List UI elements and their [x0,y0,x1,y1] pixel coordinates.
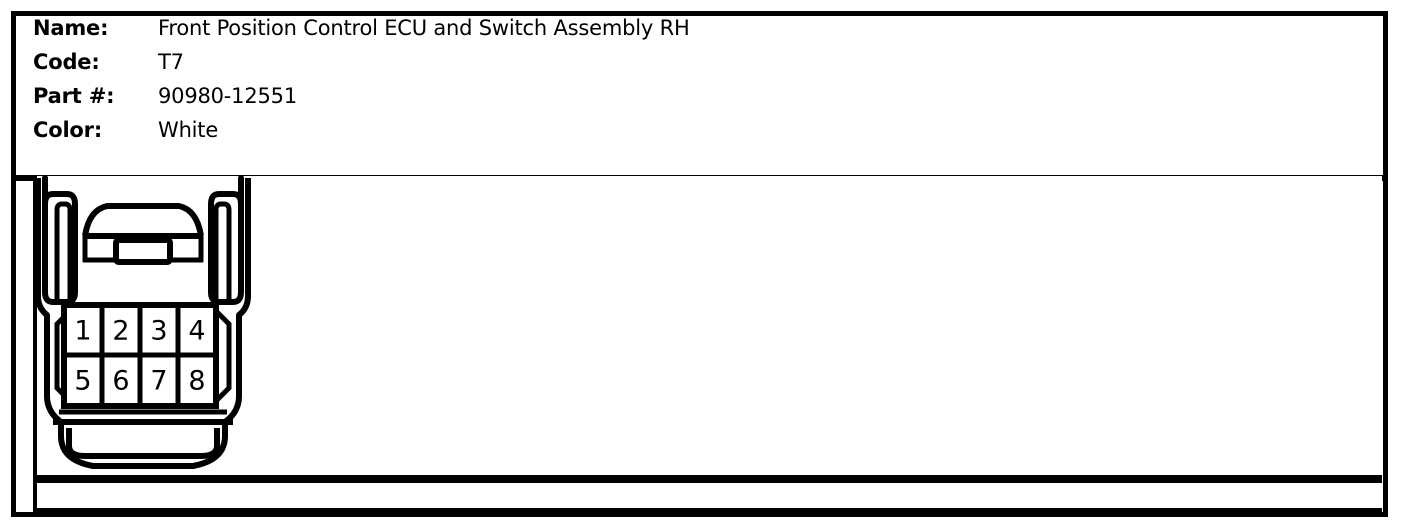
left-lock-arm-outer [42,175,78,305]
left-lock-arm-inner [54,201,73,300]
connector-face-svg: 1 2 3 4 5 6 7 8 [35,175,251,469]
spec-row-name: Name: Front Position Control ECU and Swi… [33,16,1233,50]
spec-row-code: Code: T7 [33,50,1233,84]
spec-label-color: Color: [33,118,103,142]
connector-housing-outline [35,178,251,469]
right-lock-arm-inner [213,201,232,300]
pin-label-1: 1 [74,316,91,347]
specification-list: Name: Front Position Control ECU and Swi… [33,16,1233,152]
pin-label-6: 6 [112,366,129,397]
pin-label-8: 8 [188,366,205,397]
spec-value-color: White [158,118,219,142]
diagram-panel [33,176,1382,479]
pin-label-2: 2 [112,316,129,347]
spec-value-code: T7 [158,50,184,74]
pin-grid: 1 2 3 4 5 6 7 8 [61,302,219,409]
spec-row-part-number: Part #: 90980-12551 [33,84,1233,118]
pin-label-4: 4 [188,316,205,347]
center-latch-arch [82,203,204,237]
spec-label-name: Name: [33,16,109,40]
spec-row-color: Color: White [33,118,1233,152]
spec-value-part-number: 90980-12551 [158,84,297,108]
connector-diagram: 1 2 3 4 5 6 7 8 [33,174,263,474]
connector-bottom-shroud [66,428,220,459]
pin-label-7: 7 [150,366,167,397]
spec-label-part-number: Part #: [33,84,115,108]
right-lock-arm-outer [208,175,244,305]
pin-label-3: 3 [150,316,167,347]
spec-value-name: Front Position Control ECU and Switch As… [158,16,690,40]
bottom-strip [33,479,1382,513]
center-latch-tab [113,237,173,265]
spec-label-code: Code: [33,50,100,74]
pin-label-5: 5 [74,366,91,397]
